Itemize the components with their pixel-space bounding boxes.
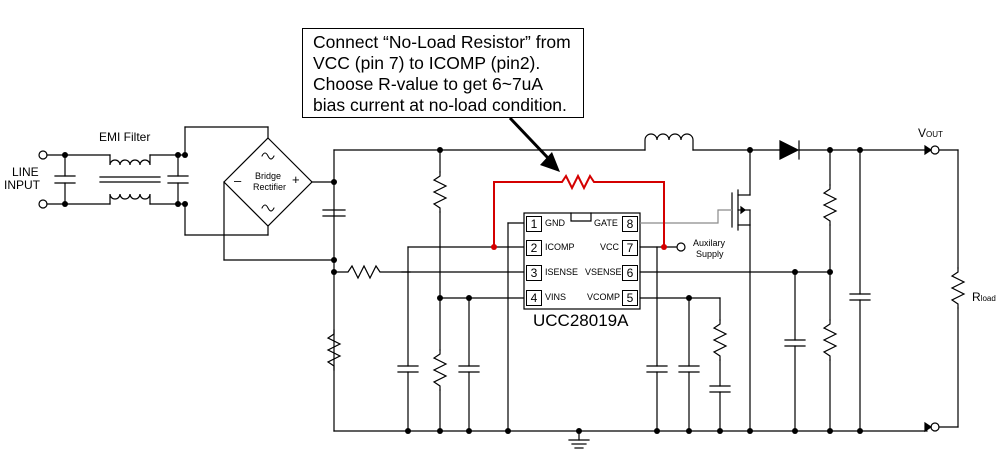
left-lower-resistor	[326, 329, 342, 371]
pin-6-name: VSENSE	[585, 267, 622, 277]
pin-6-number: 6	[622, 265, 638, 281]
junction-dots	[62, 147, 863, 434]
pin-4-name: VINS	[545, 292, 567, 302]
vout-sub: OUT	[926, 130, 943, 139]
vins-upper-resistor	[432, 171, 448, 213]
vout-main: V	[918, 126, 927, 140]
vcomp-resistor	[712, 319, 728, 361]
pin-8-name: GATE	[594, 218, 618, 228]
pin-2-number: 2	[526, 240, 542, 256]
power-mosfet	[731, 149, 751, 432]
callout-box: Connect “No-Load Resistor” from VCC (pin…	[302, 28, 584, 118]
bridge-minus: –	[234, 173, 242, 188]
bridge-rectifier	[223, 137, 313, 227]
pin-3-name: ISENSE	[545, 267, 579, 277]
rload-sub: load	[980, 294, 996, 303]
bridge-plus: +	[292, 172, 300, 187]
output-lower-resistor	[822, 319, 838, 361]
vins-lower-resistor	[432, 349, 448, 391]
pin-1-number: 1	[526, 216, 542, 232]
pin-5-number: 5	[622, 290, 638, 306]
pin-7-name: VCC	[600, 242, 620, 252]
input-bulk-capacitor	[322, 209, 346, 217]
line-input-terminals	[38, 150, 111, 209]
pin-8-number: 8	[622, 216, 638, 232]
rload-label: Rload	[972, 290, 996, 304]
line-input-label: LINE	[12, 165, 39, 179]
bridge-label: Bridge	[255, 171, 282, 181]
pin-5-name: VCOMP	[587, 292, 621, 302]
filter-x-capacitor	[167, 154, 189, 205]
callout-line: bias current at no-load condition.	[313, 95, 567, 115]
no-load-resistor	[493, 173, 665, 247]
emi-filter-choke	[99, 154, 186, 205]
aux-supply-label: Auxilary	[693, 238, 726, 248]
callout-line: Connect “No-Load Resistor” from	[313, 32, 571, 52]
emi-filter-label: EMI Filter	[99, 130, 151, 144]
pin-7-number: 7	[622, 240, 638, 256]
aux-supply-label: Supply	[696, 249, 724, 259]
chip-name: UCC28019A	[533, 311, 629, 330]
callout-arrow	[508, 116, 560, 172]
pin-1-name: GND	[545, 218, 565, 228]
output-upper-resistor	[822, 184, 838, 226]
boost-inductor	[644, 133, 694, 151]
callout-line: VCC (pin 7) to ICOMP (pin2).	[313, 53, 541, 73]
aux-supply-terminal	[676, 242, 686, 252]
sense-resistor	[333, 264, 411, 280]
vout-label: VOUT	[918, 126, 943, 140]
input-x-capacitor	[54, 154, 76, 205]
load-resistor	[950, 267, 966, 309]
line-input-label: INPUT	[4, 178, 40, 192]
vout-terminals	[924, 144, 940, 433]
callout-line: Choose R-value to get 6~7uA	[313, 74, 544, 94]
rload-main: R	[972, 290, 981, 304]
pin-3-number: 3	[526, 265, 542, 281]
boost-diode	[779, 140, 800, 160]
pin-4-number: 4	[526, 290, 542, 306]
gate-drive-wire	[640, 209, 732, 224]
bridge-label: Rectifier	[253, 182, 287, 192]
pin-2-name: ICOMP	[545, 242, 575, 252]
ic-body	[523, 212, 641, 310]
